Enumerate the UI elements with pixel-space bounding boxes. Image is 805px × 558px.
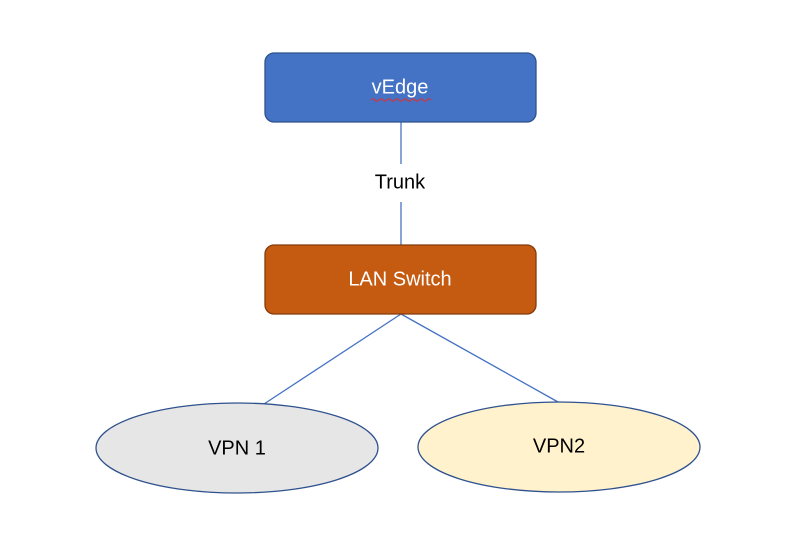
node-vpn2: VPN2	[417, 401, 701, 493]
node-vpn1: VPN 1	[95, 402, 379, 494]
lan-switch-box	[264, 244, 537, 315]
lan-switch-label: LAN Switch	[348, 268, 451, 290]
vedge-label: vEdge	[372, 76, 429, 98]
vpn2-label: VPN2	[533, 435, 585, 457]
node-lan-switch: LAN Switch	[264, 244, 537, 315]
vpn2-ellipse	[417, 401, 701, 493]
vpn1-ellipse	[95, 402, 379, 494]
edge-lan-switch-vpn1	[263, 313, 402, 405]
edge-lan-switch-vpn2	[400, 313, 559, 403]
vpn1-label: VPN 1	[208, 437, 266, 459]
edge-label-trunk: Trunk	[375, 171, 426, 193]
node-vedge: vEdge	[264, 52, 537, 123]
spellcheck-underline	[370, 98, 432, 102]
vedge-box	[264, 52, 537, 123]
